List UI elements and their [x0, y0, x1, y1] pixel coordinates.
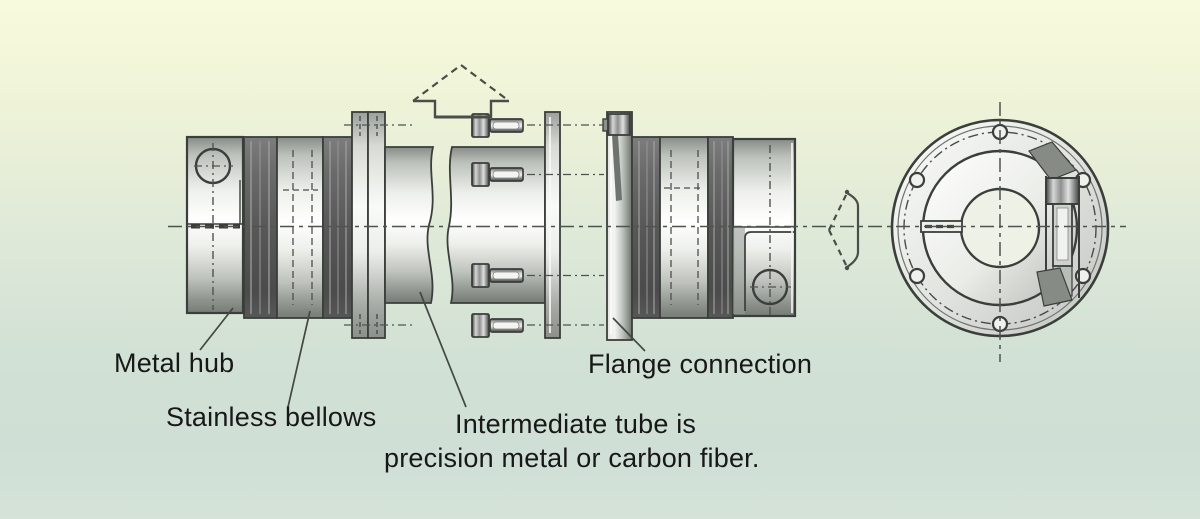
- metal-hub-part: [185, 135, 245, 315]
- bellows-left-front: [243, 136, 278, 319]
- leader-metal-hub: [199, 307, 234, 351]
- bolt-circle: [903, 131, 1097, 325]
- intermediate-tube-label-line2: precision metal or carbon fiber.: [384, 443, 760, 473]
- bolt: [471, 313, 524, 338]
- stainless-bellows-label: Stainless bellows: [166, 402, 377, 432]
- flange-connection-label: Flange connection: [588, 349, 813, 379]
- centerlines: [168, 102, 1126, 362]
- bellows-right-rear: [707, 136, 734, 319]
- metal-hub-right: [731, 137, 797, 318]
- intermediate-tube-label-line1: Intermediate tube is: [455, 409, 697, 439]
- leader-intermediate-tube: [419, 291, 467, 408]
- bolt: [471, 263, 524, 288]
- mounting-bolts: [471, 113, 524, 338]
- bellows-left-rear: [322, 136, 353, 319]
- leader-stainless-bellows: [287, 310, 311, 408]
- intermediate-tube-left: [384, 146, 435, 304]
- bolt: [471, 113, 524, 138]
- metal-hub-label: Metal hub: [114, 348, 235, 378]
- side-view: [185, 111, 797, 341]
- tube-end-flange: [544, 111, 561, 339]
- left-arrow-icon: [828, 189, 860, 271]
- up-arrow-icon: [412, 64, 510, 119]
- clamp-screw: [1028, 141, 1080, 307]
- leader-flange-connection: [612, 317, 646, 352]
- leader-lines: [199, 291, 646, 408]
- bolt: [471, 162, 524, 187]
- bellows-right-front: [631, 136, 661, 319]
- bellows-left-sleeve: [276, 136, 324, 319]
- bellows-right-sleeve: [659, 136, 709, 319]
